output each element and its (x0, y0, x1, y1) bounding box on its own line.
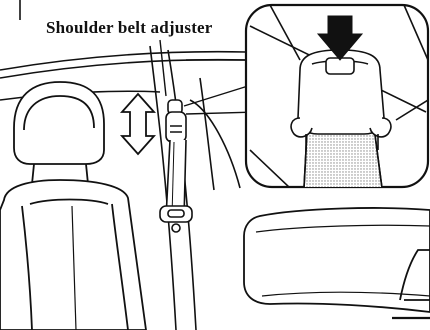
seat-belt (160, 100, 192, 232)
up-down-double-arrow-icon (122, 94, 154, 154)
seat (0, 82, 146, 330)
door-panel (244, 208, 430, 318)
detail-inset (246, 5, 428, 188)
shoulder-belt-adjuster-label: Shoulder belt adjuster (44, 18, 215, 38)
rear-window (186, 60, 246, 188)
roof-lines (0, 0, 246, 100)
